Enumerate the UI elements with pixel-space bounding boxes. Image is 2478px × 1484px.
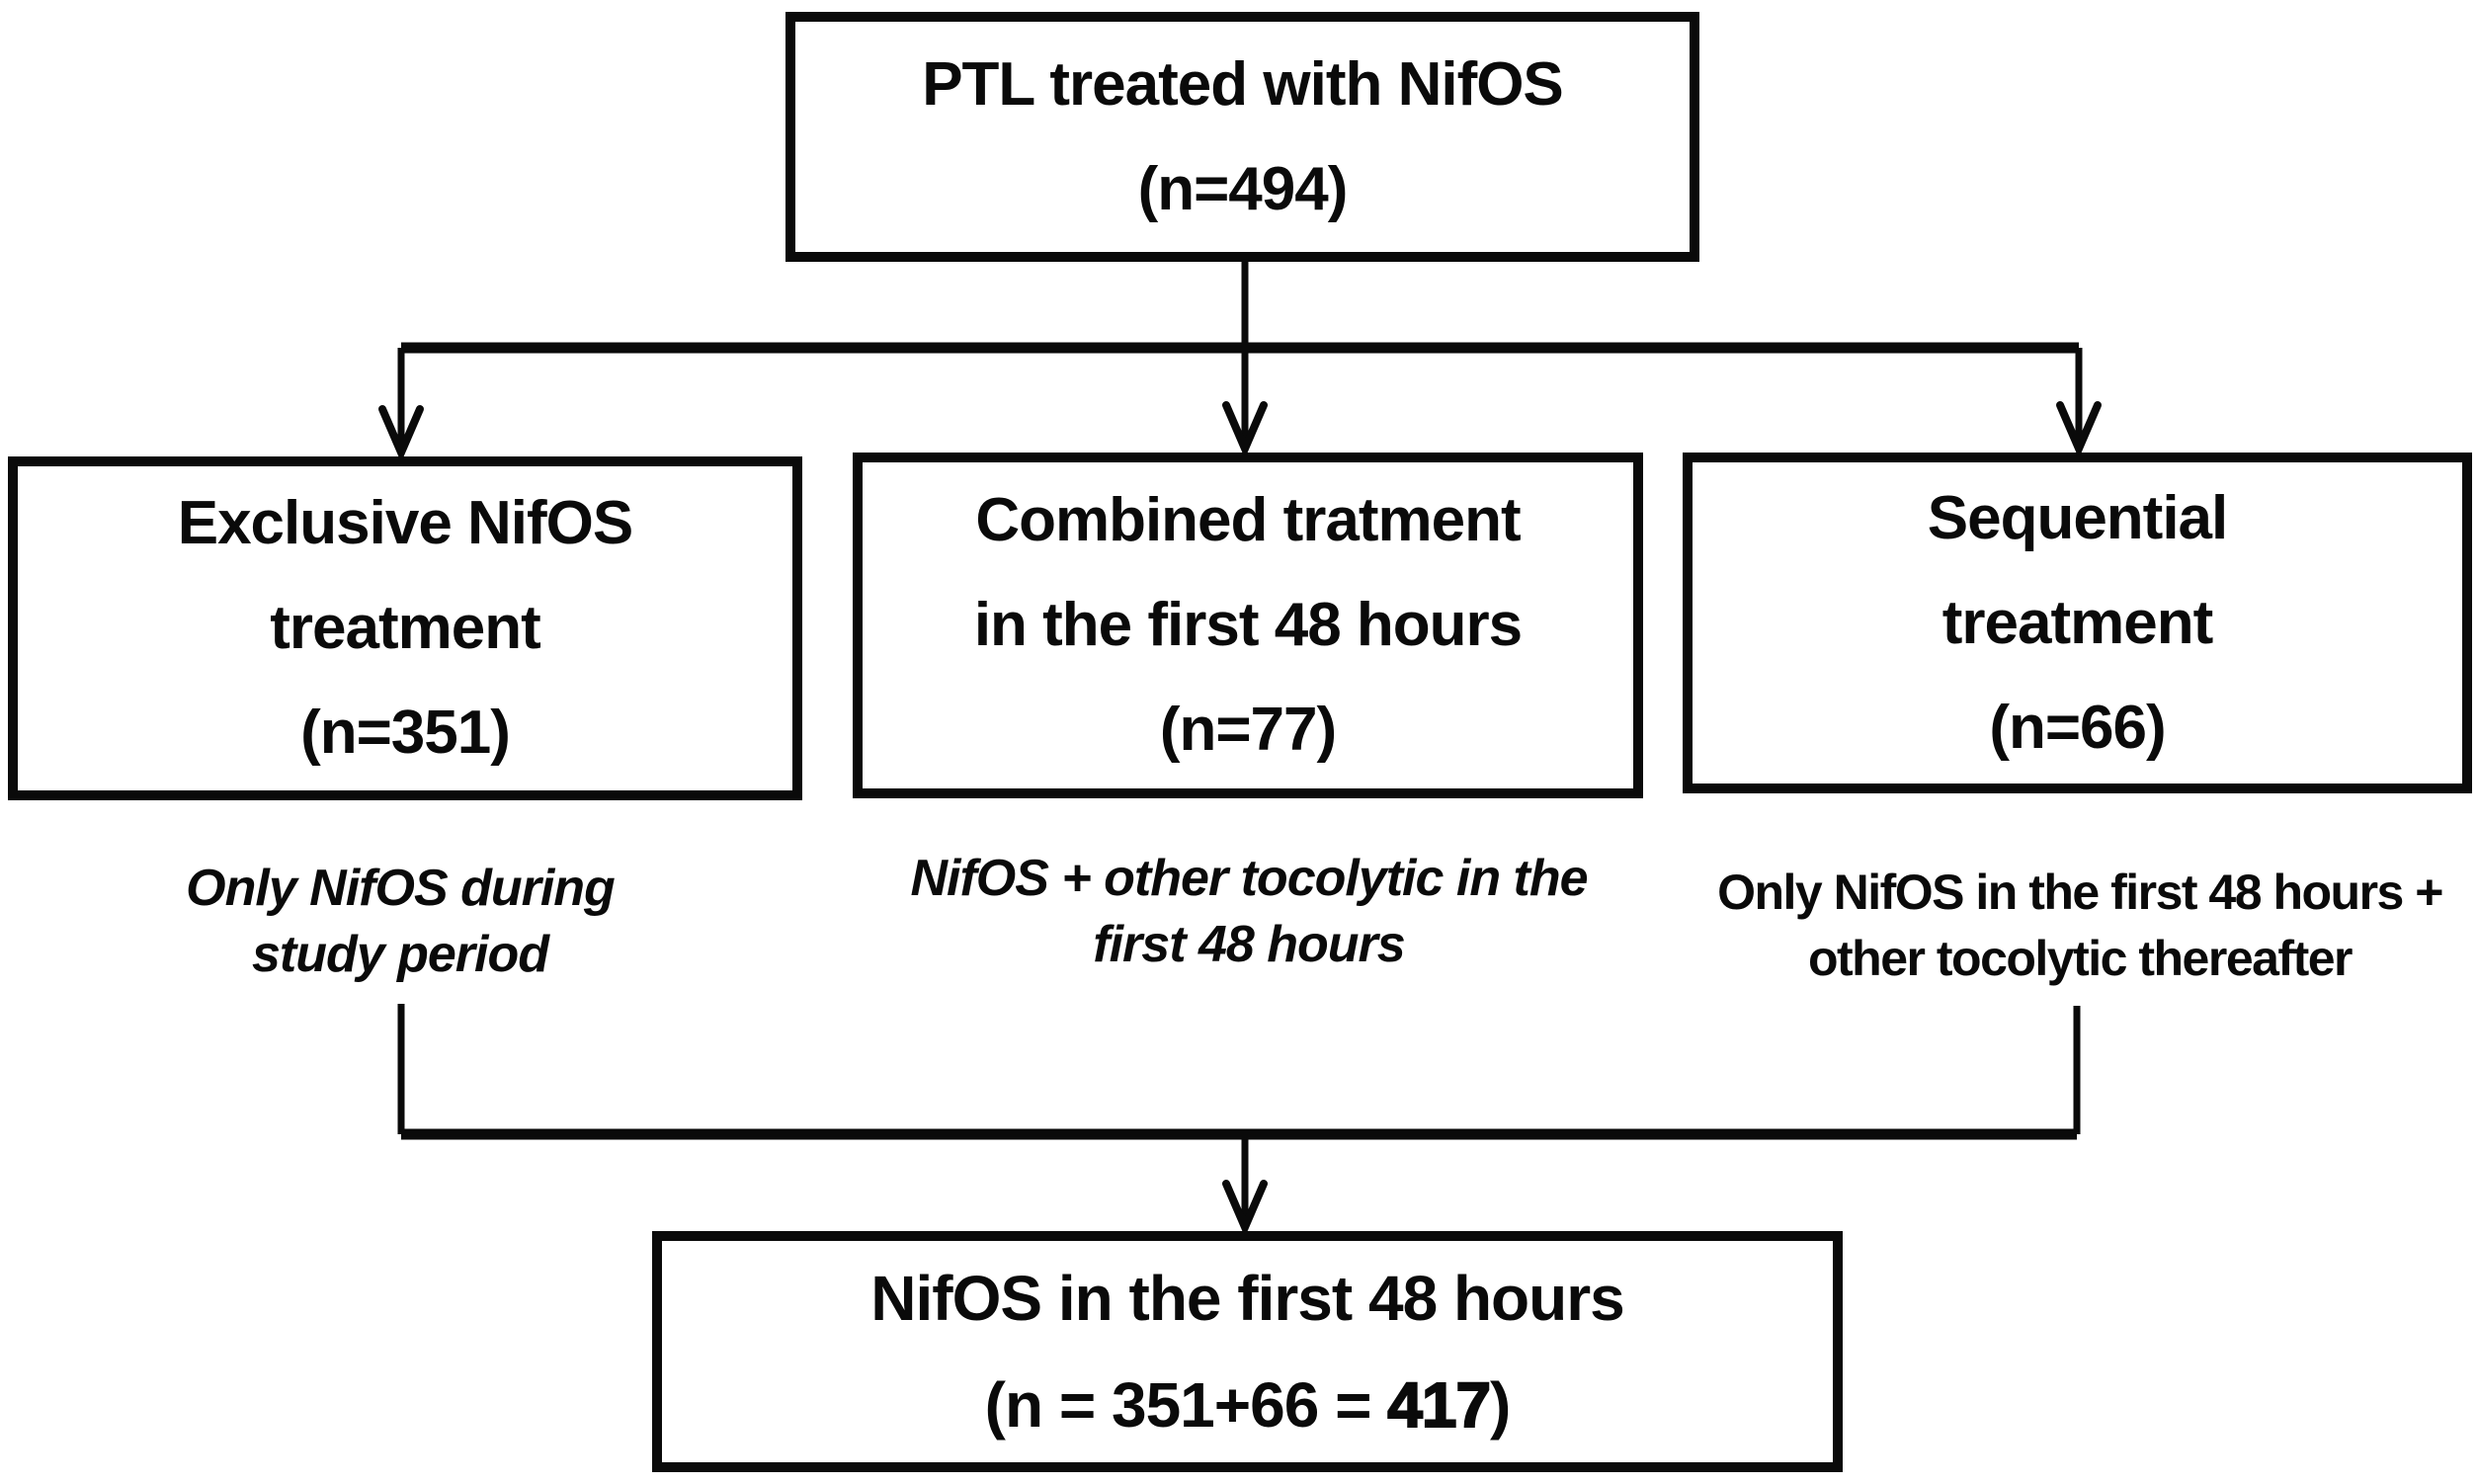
- node-title: PTL treated with NifOS: [922, 49, 1564, 119]
- note-line: Only NifOS in the first 48 hours +: [1717, 865, 2443, 920]
- node-title: treatment: [1941, 588, 2214, 657]
- node-count: (n = 351+66 = 417): [984, 1352, 1512, 1458]
- node-title: NifOS in the first 48 hours: [870, 1263, 1624, 1334]
- node-exclusive-nifos-treatment: Exclusive NifOS treatment (n=351): [8, 456, 802, 800]
- note-combined-treatment: NifOS + other tocolytic in the first 48 …: [854, 846, 1644, 978]
- node-title: Sequential: [1927, 483, 2229, 552]
- node-count: (n=77): [1159, 696, 1337, 764]
- node-title: in the first 48 hours: [973, 591, 1523, 659]
- count-suffix: ): [1490, 1369, 1511, 1441]
- node-count: (n=494): [1137, 154, 1349, 223]
- node-count: (n=351): [300, 699, 511, 767]
- note-line: other tocolytic thereafter: [1807, 931, 2354, 986]
- note-line: study period: [251, 926, 549, 983]
- arrowhead-middle-icon: [1222, 401, 1268, 459]
- count-prefix: (n = 351+66 =: [984, 1369, 1388, 1441]
- note-line: NifOS + other tocolytic in the: [910, 850, 1588, 907]
- note-sequential-treatment: Only NifOS in the first 48 hours + other…: [1675, 860, 2478, 992]
- node-count: (n=66): [1989, 693, 2166, 762]
- note-exclusive-nifos: Only NifOS during study period: [54, 856, 746, 988]
- arrowhead-left-icon: [378, 405, 424, 463]
- node-title: Combined tratment: [975, 486, 1521, 554]
- node-combined-treatment: Combined tratment in the first 48 hours …: [853, 453, 1643, 798]
- node-title: Exclusive NifOS: [177, 489, 634, 557]
- arrowhead-right-icon: [2056, 401, 2102, 459]
- node-sequential-treatment: Sequential treatment (n=66): [1683, 453, 2472, 793]
- arrowhead-bottom-icon: [1222, 1180, 1268, 1238]
- node-title: treatment: [270, 594, 541, 662]
- node-nifos-first-48-hours: NifOS in the first 48 hours (n = 351+66 …: [652, 1231, 1843, 1472]
- node-ptl-treated-with-nifos: PTL treated with NifOS (n=494): [785, 12, 1699, 262]
- count-total: 417: [1386, 1368, 1492, 1442]
- note-line: first 48 hours: [1093, 916, 1405, 973]
- note-line: Only NifOS during: [186, 860, 616, 917]
